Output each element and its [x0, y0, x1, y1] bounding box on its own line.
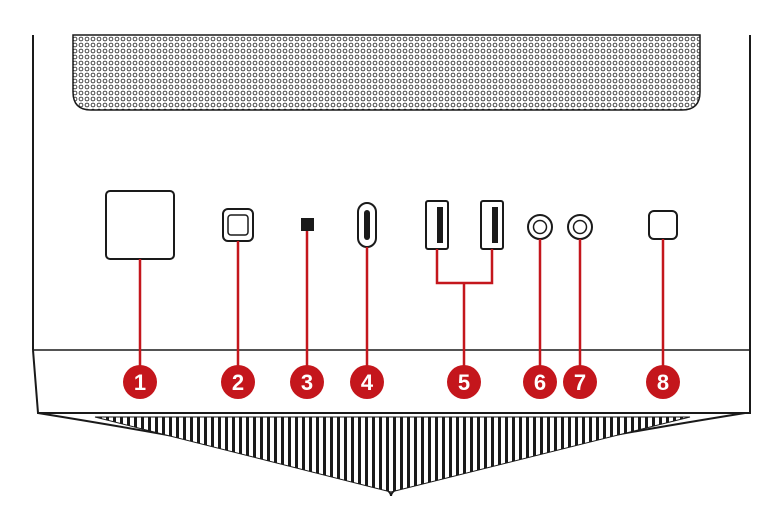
reset-button[interactable]	[222, 208, 254, 242]
callout-number: 8	[657, 370, 669, 395]
bottom-intake-grille	[94, 416, 691, 493]
top-vent-grille	[72, 34, 701, 111]
callout-1: 1	[123, 365, 157, 399]
usb-a-port-1[interactable]	[425, 200, 449, 250]
callout-marker	[523, 365, 557, 399]
callout-6: 6	[523, 365, 557, 399]
callout-marker	[123, 365, 157, 399]
callout-number: 6	[534, 370, 546, 395]
indicator-led	[301, 218, 314, 231]
callout-number: 3	[301, 370, 313, 395]
callout-2: 2	[221, 365, 255, 399]
audio-jack-2[interactable]	[567, 214, 593, 240]
callout-markers: 1 2 3 4 5 6 7 8	[123, 365, 680, 399]
leader-lines	[138, 231, 665, 368]
power-button[interactable]	[105, 190, 175, 260]
callout-number: 2	[232, 370, 244, 395]
callout-marker	[350, 365, 384, 399]
usb-a-port-2[interactable]	[480, 200, 504, 250]
callout-number: 1	[134, 370, 146, 395]
usb-c-port[interactable]	[357, 202, 377, 248]
callout-number: 7	[574, 370, 586, 395]
callout-8: 8	[646, 365, 680, 399]
callout-number: 4	[361, 370, 374, 395]
callout-number: 5	[458, 370, 470, 395]
callout-marker	[221, 365, 255, 399]
callout-4: 4	[350, 365, 384, 399]
case-body	[32, 35, 751, 351]
callout-marker	[447, 365, 481, 399]
callout-7: 7	[563, 365, 597, 399]
audio-jack-1[interactable]	[527, 214, 553, 240]
callout-marker	[290, 365, 324, 399]
callout-marker	[563, 365, 597, 399]
callout-marker	[646, 365, 680, 399]
small-button[interactable]	[648, 210, 678, 240]
callout-5: 5	[447, 365, 481, 399]
callout-3: 3	[290, 365, 324, 399]
